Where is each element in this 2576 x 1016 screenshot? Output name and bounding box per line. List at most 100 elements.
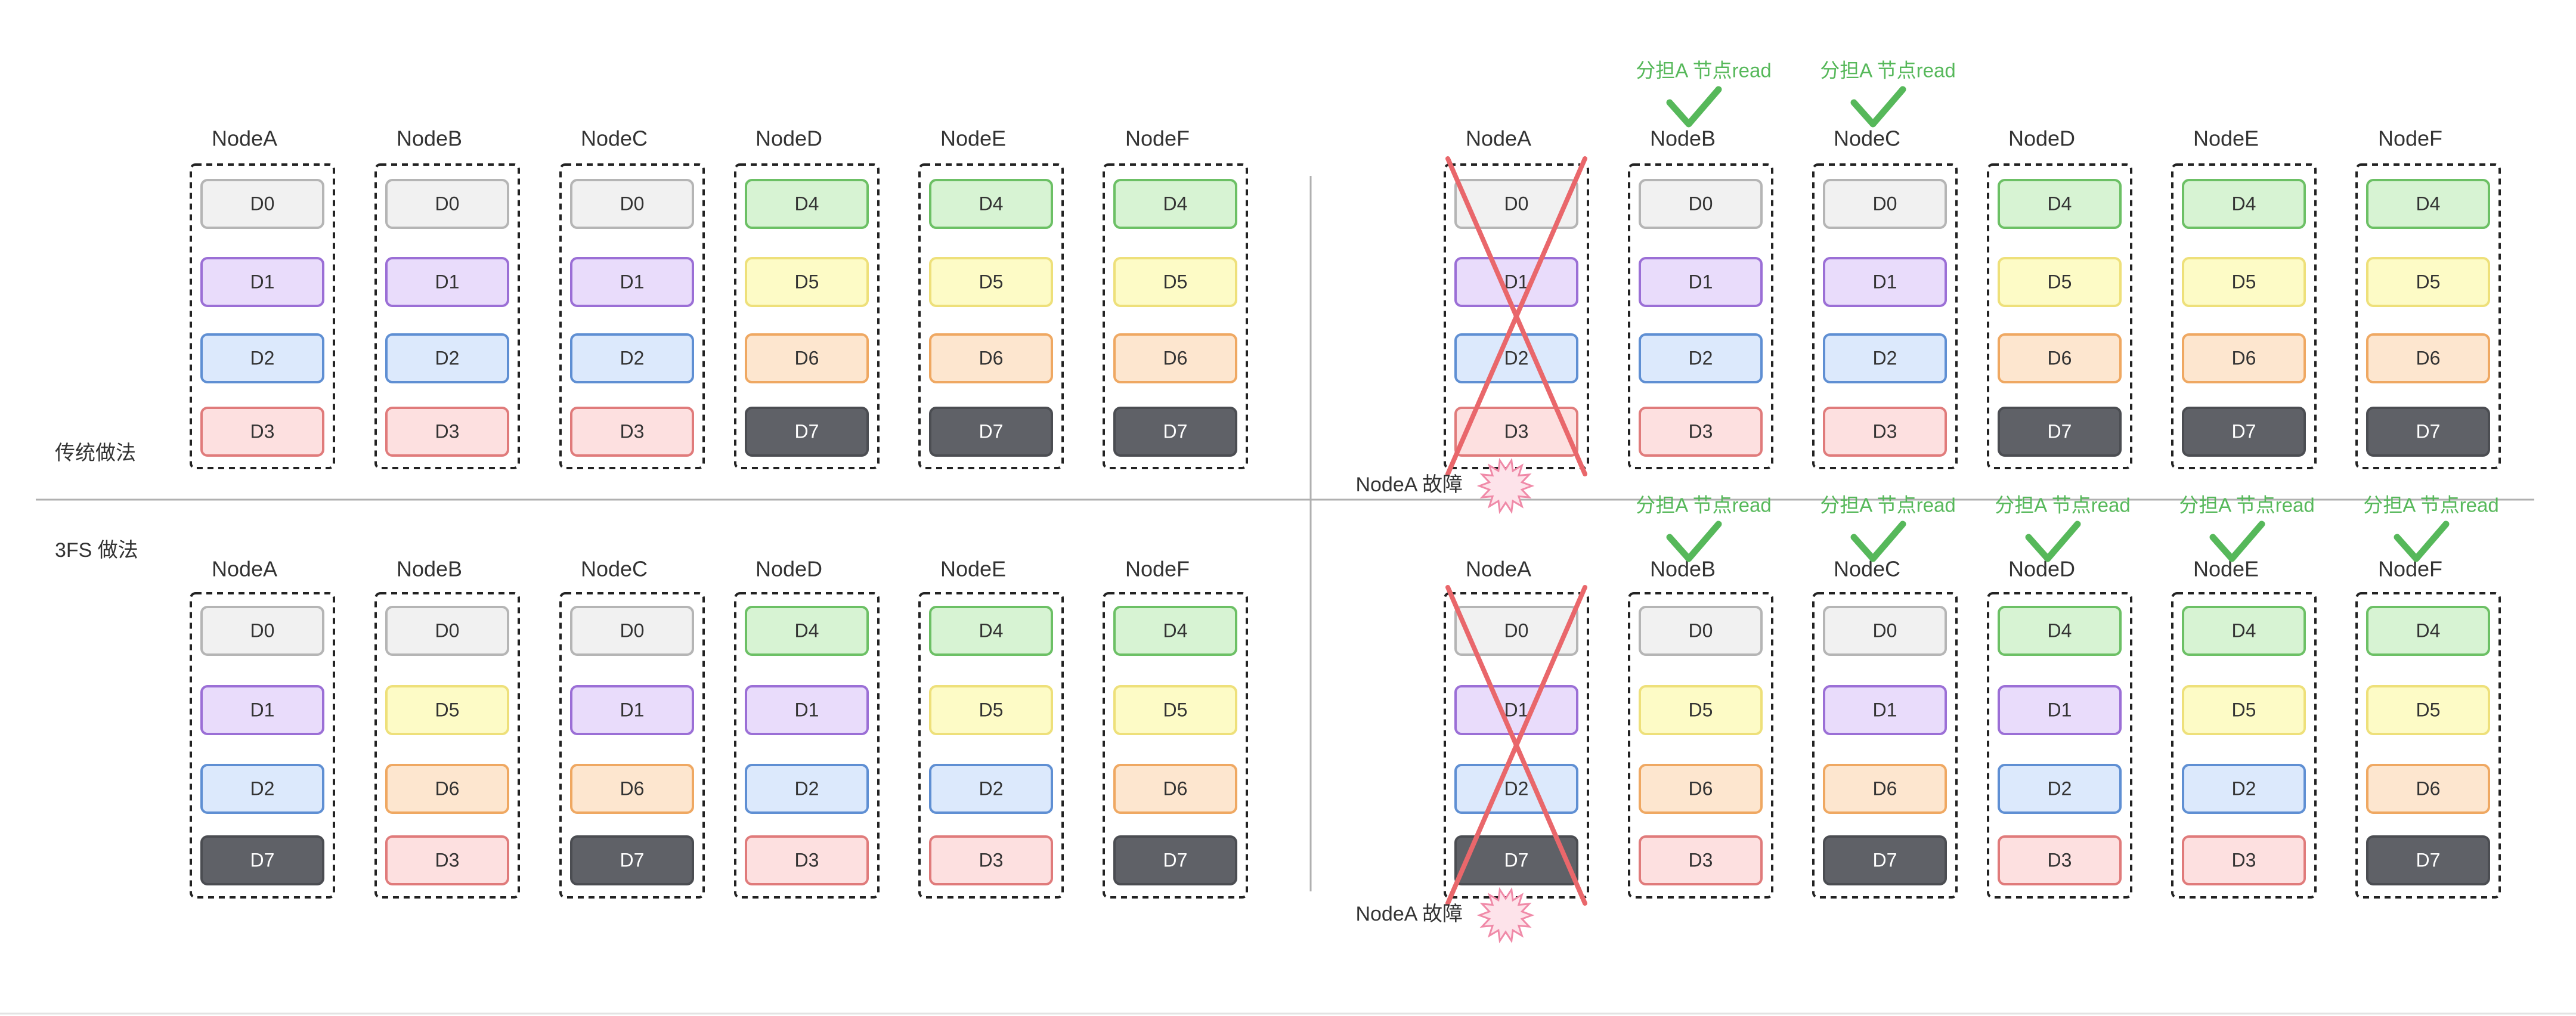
- chunk-label: D5: [435, 699, 460, 720]
- chunk-chip: [745, 685, 869, 735]
- chunk-chip: [1454, 179, 1578, 229]
- chunk-chip: [1639, 835, 1763, 885]
- node-label: NodeE: [940, 126, 1006, 151]
- chunk-label: D0: [1504, 619, 1529, 641]
- chunk-label: D1: [1504, 699, 1529, 720]
- chunk-chip: [1639, 257, 1763, 307]
- node-box: [1987, 592, 2132, 899]
- node-label: NodeD: [756, 557, 822, 581]
- chunk-chip: [1454, 257, 1578, 307]
- node-label: NodeB: [1650, 126, 1716, 151]
- chunk-label: D0: [1873, 619, 1897, 641]
- chunk-chip: [1454, 835, 1578, 885]
- chunk-label: D2: [1504, 347, 1529, 368]
- chunk-chip: [2366, 407, 2490, 457]
- chunk-chip: [929, 835, 1053, 885]
- chunk-chip: [1113, 764, 1237, 814]
- chunk-chip: [1998, 685, 2122, 735]
- chunk-chip: [2182, 606, 2306, 656]
- chunk-chip: [1454, 407, 1578, 457]
- chunk-label: D2: [2232, 778, 2256, 799]
- chunk-chip: [2366, 685, 2490, 735]
- node-label: NodeD: [2008, 557, 2075, 581]
- chunk-chip: [2366, 764, 2490, 814]
- chunk-label: D3: [620, 420, 645, 442]
- chunk-label: D3: [250, 420, 275, 442]
- helper-label: 分担A 节点read: [1820, 494, 1955, 516]
- node-label: NodeA: [1466, 126, 1531, 151]
- chunk-chip: [745, 257, 869, 307]
- node-label: NodeE: [2193, 557, 2259, 581]
- node-box: [1987, 163, 2132, 469]
- chunk-label: D1: [1689, 271, 1713, 292]
- node-box: [2355, 592, 2501, 899]
- node-box: [559, 163, 705, 469]
- chunk-chip: [1998, 179, 2122, 229]
- chunk-chip: [570, 764, 694, 814]
- node-label: NodeE: [2193, 126, 2259, 151]
- chunk-chip: [1113, 333, 1237, 383]
- chunk-label: D7: [979, 420, 1004, 442]
- chunk-label: D2: [795, 778, 819, 799]
- chunk-chip: [1113, 685, 1237, 735]
- chunk-label: D0: [620, 193, 645, 214]
- chunk-label: D0: [435, 193, 460, 214]
- chunk-label: D6: [1689, 778, 1713, 799]
- chunk-chip: [1113, 407, 1237, 457]
- chunk-label: D1: [1873, 699, 1897, 720]
- chunk-label: D7: [795, 420, 819, 442]
- chunk-chip: [1639, 685, 1763, 735]
- chunk-chip: [2366, 835, 2490, 885]
- chunk-label: D6: [1163, 347, 1188, 368]
- chunk-chip: [1823, 179, 1947, 229]
- chunk-chip: [570, 333, 694, 383]
- chunk-label: D7: [250, 849, 275, 871]
- helper-label: 分担A 节点read: [2179, 494, 2314, 516]
- chunk-label: D1: [2048, 699, 2072, 720]
- chunk-chip: [1823, 606, 1947, 656]
- helper-label: 分担A 节点read: [2363, 494, 2498, 516]
- chunk-label: D0: [250, 619, 275, 641]
- chunk-chip: [1823, 835, 1947, 885]
- chunk-chip: [1454, 764, 1578, 814]
- chunk-chip: [385, 333, 509, 383]
- chunk-label: D2: [2048, 778, 2072, 799]
- chunk-label: D3: [795, 849, 819, 871]
- section-label-traditional: 传统做法: [55, 442, 136, 464]
- chunk-chip: [570, 835, 694, 885]
- helper-label: 分担A 节点read: [1820, 60, 1955, 82]
- chunk-label: D5: [2232, 271, 2256, 292]
- chunk-label: D4: [2416, 193, 2441, 214]
- node-box: [1628, 163, 1773, 469]
- chunk-chip: [385, 179, 509, 229]
- node-box: [374, 163, 520, 469]
- chunk-label: D2: [250, 347, 275, 368]
- chunk-chip: [2182, 835, 2306, 885]
- chunk-chip: [929, 407, 1053, 457]
- chunk-label: D2: [1873, 347, 1897, 368]
- chunk-label: D5: [2048, 271, 2072, 292]
- node-box: [2355, 163, 2501, 469]
- node-box: [734, 163, 880, 469]
- chunk-chip: [929, 333, 1053, 383]
- chunk-label: D0: [1504, 193, 1529, 214]
- chunk-label: D3: [435, 420, 460, 442]
- node-box: [559, 592, 705, 899]
- chunk-label: D4: [795, 619, 819, 641]
- chunk-chip: [2182, 764, 2306, 814]
- node-label: NodeA: [1466, 557, 1531, 581]
- chunk-chip: [1998, 407, 2122, 457]
- chunk-chip: [1998, 333, 2122, 383]
- chunk-label: D1: [620, 699, 645, 720]
- chunk-label: D6: [979, 347, 1004, 368]
- chunk-chip: [1639, 179, 1763, 229]
- chunk-label: D0: [250, 193, 275, 214]
- chunk-chip: [1639, 333, 1763, 383]
- chunk-chip: [385, 764, 509, 814]
- node-box: [918, 592, 1064, 899]
- chunk-chip: [745, 764, 869, 814]
- check-icon: [2209, 521, 2265, 562]
- chunk-chip: [745, 835, 869, 885]
- chunk-chip: [745, 179, 869, 229]
- chunk-label: D2: [1689, 347, 1713, 368]
